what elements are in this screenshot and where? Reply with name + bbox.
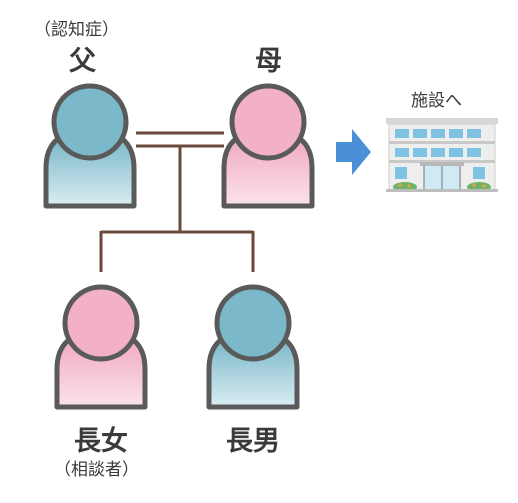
building-icon xyxy=(386,118,498,192)
arrow-right-icon xyxy=(336,129,371,175)
eldest-son-name: 長男 xyxy=(226,426,280,457)
person-eldest-daughter-icon xyxy=(54,284,148,410)
mother-name: 母 xyxy=(255,46,282,77)
person-mother-icon xyxy=(221,83,315,209)
relationship-lines xyxy=(99,131,255,272)
father-note: （認知症） xyxy=(34,20,119,40)
facility-label: 施設へ xyxy=(411,91,462,111)
father-name: 父 xyxy=(69,46,96,77)
eldest-daughter-name: 長女 xyxy=(74,426,128,457)
person-eldest-son-icon xyxy=(206,284,300,410)
person-father-icon xyxy=(43,83,137,209)
eldest-daughter-note: （相談者） xyxy=(54,460,139,480)
